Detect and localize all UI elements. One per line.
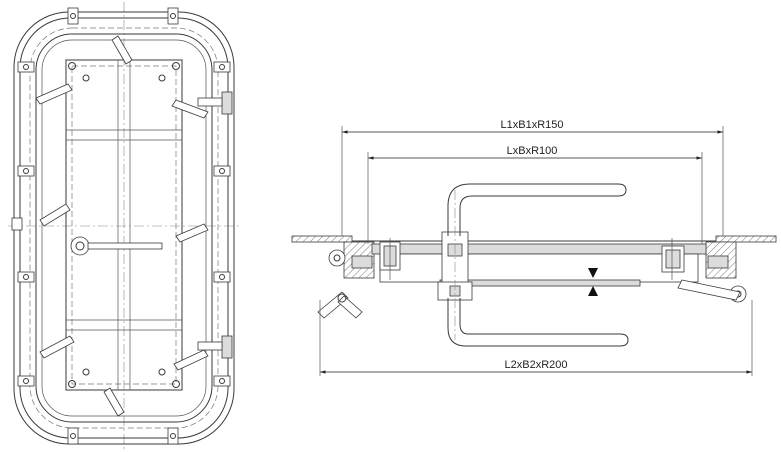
- dim-clear: LxBxR100: [367, 145, 703, 244]
- left-dog: [317, 238, 401, 319]
- dim-outer-label: L1xB1xR150: [501, 119, 564, 131]
- dim-clear-label: LxBxR100: [507, 145, 558, 157]
- lower-handle: [447, 298, 629, 347]
- right-dog: [661, 238, 747, 303]
- cover-plate: [371, 243, 707, 255]
- central-spindle: [437, 190, 473, 340]
- thickness-mark: [588, 268, 598, 296]
- dim-outer: L1xB1xR150: [341, 119, 724, 236]
- central-handle: [11, 217, 163, 256]
- clamp-dogs: [17, 7, 233, 445]
- upper-handle: [447, 183, 627, 236]
- dim-overall-label: L2xB2xR200: [505, 359, 568, 371]
- plan-view: [8, 2, 240, 450]
- dim-overall: L2xB2xR200: [319, 300, 753, 376]
- section-view: L1xB1xR150 LxBxR100 L2xB2xR200: [291, 119, 777, 376]
